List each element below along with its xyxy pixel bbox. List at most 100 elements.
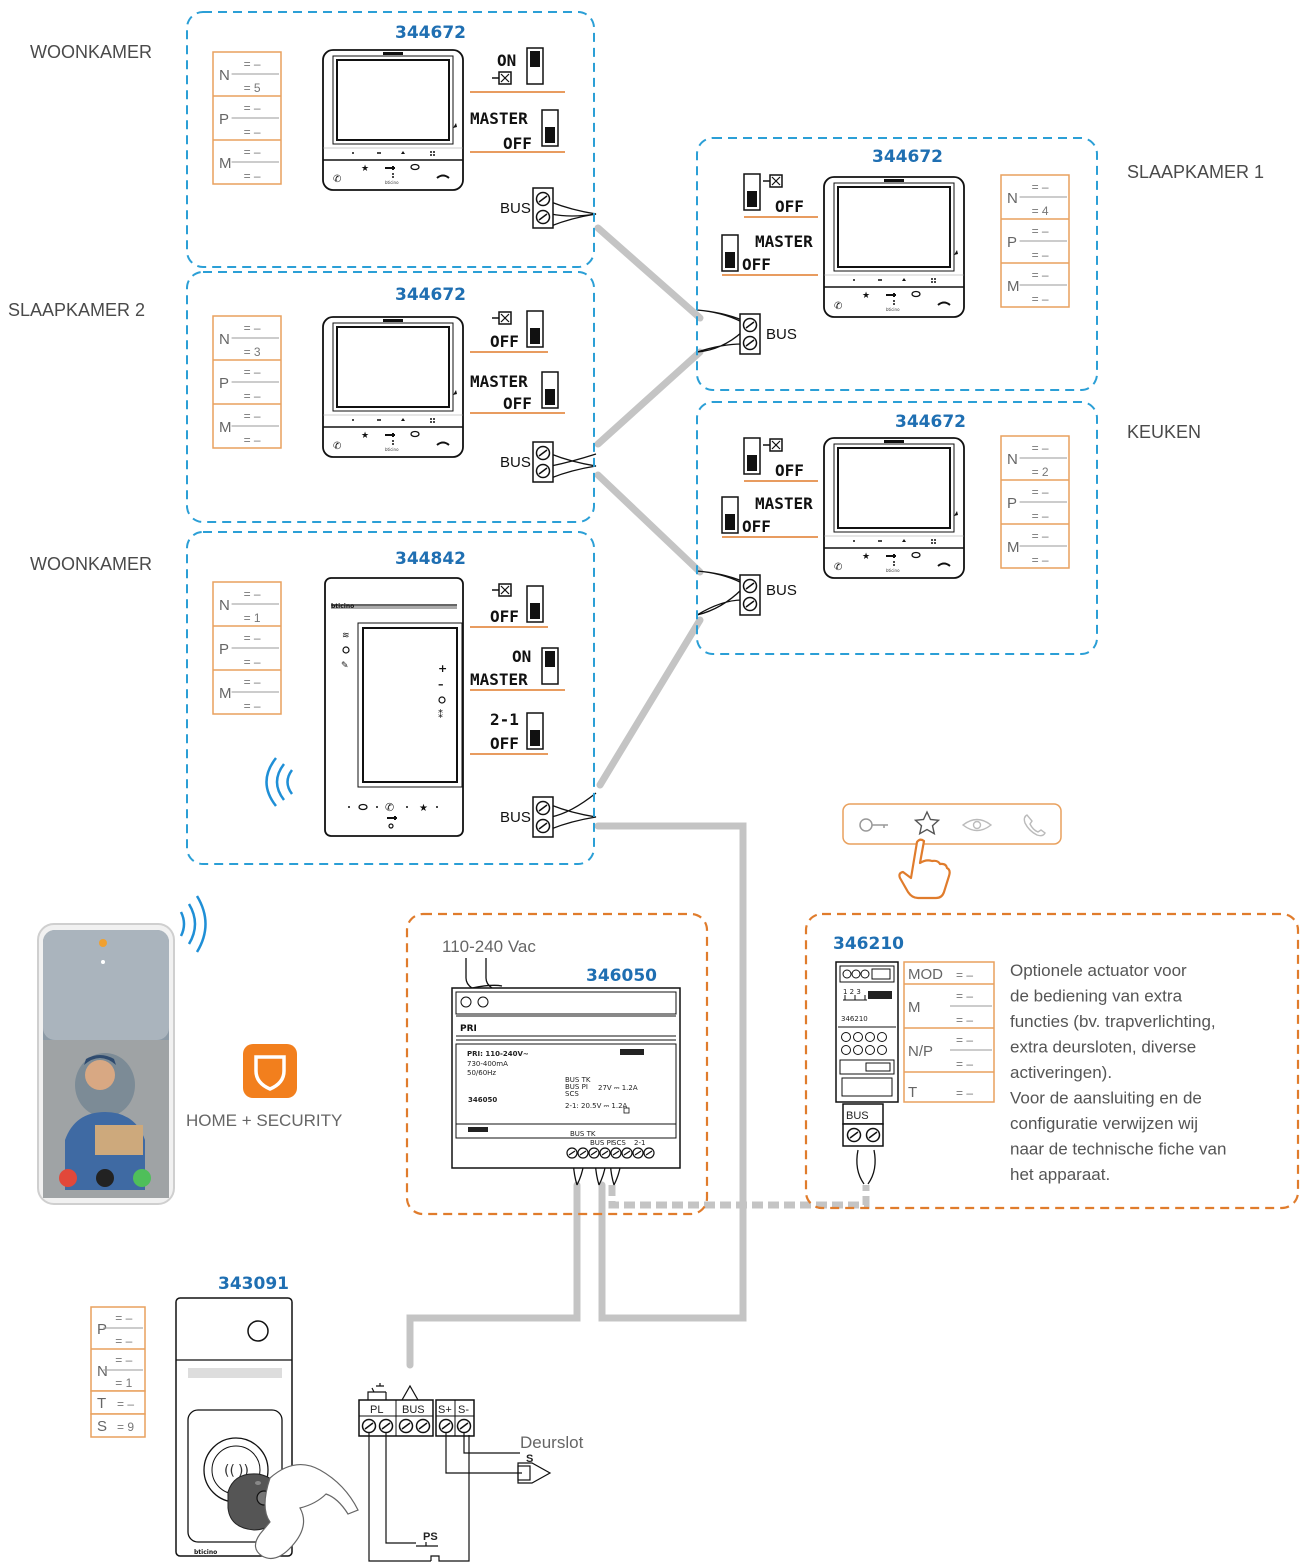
switch-label-off: OFF (490, 734, 519, 753)
configurator-table: N= –= 2P= –= –M= –= – (1000, 435, 1070, 569)
configurator-label: M (1007, 539, 1020, 556)
dip-switch (526, 712, 544, 750)
svg-text:BUS PI: BUS PI (590, 1139, 613, 1147)
bus-label: BUS (500, 200, 531, 217)
configurator-value: = – (244, 655, 261, 669)
svg-text:= –: = – (117, 1397, 134, 1411)
configurator-value: = – (1032, 529, 1049, 543)
svg-text:bticino: bticino (331, 603, 354, 610)
app-label: HOME + SECURITY (186, 1111, 342, 1130)
spec-line: PRI: 110-240V~ (467, 1050, 529, 1058)
svg-text:+: + (438, 662, 447, 675)
configurator-label: P (219, 375, 229, 392)
device-code-monitor-3: 344672 (872, 147, 943, 167)
dip-switch (526, 310, 544, 348)
dip-switch (541, 371, 559, 409)
room-label-woonkamer-bottom: WOONKAMER (30, 554, 152, 574)
actuator-note-line: extra deursloten, diverse (1010, 1038, 1196, 1057)
svg-text:((: (( (224, 1463, 235, 1479)
phone-icon (1023, 814, 1046, 837)
device-code-actuator: 346210 (833, 934, 904, 954)
monitor-keuken (823, 437, 965, 579)
configurator-table: N= –= 3P= –= –M= –= – (212, 315, 282, 449)
configurator-value: = – (244, 57, 261, 71)
spec-line: 50/60Hz (467, 1069, 496, 1077)
configurator-value: = – (1032, 553, 1049, 567)
power-input-label: 110-240 Vac (442, 937, 536, 956)
configurator-table: N= –= 4P= –= –M= –= – (1000, 174, 1070, 308)
eye-icon (961, 818, 993, 832)
device-boxes (405, 912, 1300, 1216)
configurator-label: P (1007, 495, 1017, 512)
configurator-value: = 1 (115, 1376, 132, 1390)
dip-switch (541, 647, 559, 685)
configurator-value: = – (244, 145, 261, 159)
configurator-table: N= –= 5P= –= –M= –= – (212, 51, 282, 185)
device-code-monitor-4: 344672 (895, 412, 966, 432)
configurator-value: = 5 (244, 81, 261, 95)
configurator-value: = 3 (244, 345, 261, 359)
device-code-power: 346050 (586, 966, 657, 986)
ps-label: PS (423, 1531, 438, 1543)
device-code-monitor-2: 344672 (395, 285, 466, 305)
monitor-woonkamer (322, 49, 464, 191)
svg-text:PL: PL (370, 1404, 383, 1416)
device-code-entrance: 343091 (218, 1274, 289, 1294)
power-terminal-labels: BUS TK BUS PI SCS 2-1 (570, 1130, 645, 1147)
configurator-value: = – (244, 125, 261, 139)
switch-label-off: OFF (775, 461, 804, 480)
switch-label-off: OFF (490, 607, 519, 626)
svg-text:= 9: = 9 (117, 1420, 134, 1434)
out-aux: 2-1: 20.5V ⎓ 1.2A (565, 1102, 628, 1110)
lock-s-label: S (526, 1453, 533, 1465)
svg-text:✎: ✎ (341, 661, 349, 671)
bus-label: BUS (500, 454, 531, 471)
switch-label-master: MASTER (470, 109, 528, 128)
room-label-slaapkamer-2: SLAAPKAMER 2 (8, 300, 145, 320)
power-terminals (566, 1147, 655, 1159)
wifi-icon (265, 757, 294, 807)
switch-label-off: OFF (503, 394, 532, 413)
dip-switch (743, 437, 761, 475)
svg-text:S-: S- (458, 1404, 469, 1416)
svg-text:★: ★ (419, 803, 428, 814)
dip-switch (526, 585, 544, 623)
switch-label-off: OFF (742, 255, 771, 274)
configurator-label: P (219, 111, 229, 128)
room-label-keuken: KEUKEN (1127, 422, 1201, 442)
configurator-label: P (97, 1321, 107, 1338)
configurator-label: M (219, 685, 232, 702)
actuator-bus-label: BUS (846, 1110, 869, 1122)
actuator-note-line: functies (bv. trapverlichting, (1010, 1012, 1216, 1031)
monitor-classe300: bticino ≋ ✎ + – ⁑ ✆ ★ (324, 577, 464, 837)
configurator-label: N (1007, 451, 1018, 468)
configurator-value: = – (244, 101, 261, 115)
configurator-value: = – (244, 433, 261, 447)
spec-line: 730-400mA (467, 1060, 508, 1068)
room-boxes (186, 11, 1098, 865)
svg-text:= –: = – (956, 968, 973, 982)
configurator-label: M (219, 155, 232, 172)
function-buttons-bar (842, 803, 1062, 900)
deurslot-label: Deurslot (520, 1433, 584, 1452)
bus-label: BUS (500, 809, 531, 826)
configurator-table: MOD= –M= –= –N/P= –= –T= – (903, 961, 995, 1103)
smartphone (37, 923, 175, 1205)
switch-label-off: OFF (775, 197, 804, 216)
configurator-value: = 2 (1032, 465, 1049, 479)
configurator-label: M (1007, 278, 1020, 295)
svg-text:⁑: ⁑ (438, 708, 443, 721)
optional-bus-dashed (608, 1185, 870, 1209)
configurator-value: = – (115, 1311, 132, 1325)
configurator-label: N (219, 67, 230, 84)
configurator-value: = – (244, 365, 261, 379)
wifi-icon (179, 895, 207, 953)
configurator-value: = 4 (1032, 204, 1049, 218)
svg-text:S: S (97, 1418, 107, 1435)
configurator-label: P (219, 641, 229, 658)
svg-text:T: T (97, 1395, 106, 1412)
switch-label-master: MASTER (755, 494, 813, 513)
bus-label: BUS (766, 582, 797, 599)
bus-cables (406, 224, 747, 1369)
